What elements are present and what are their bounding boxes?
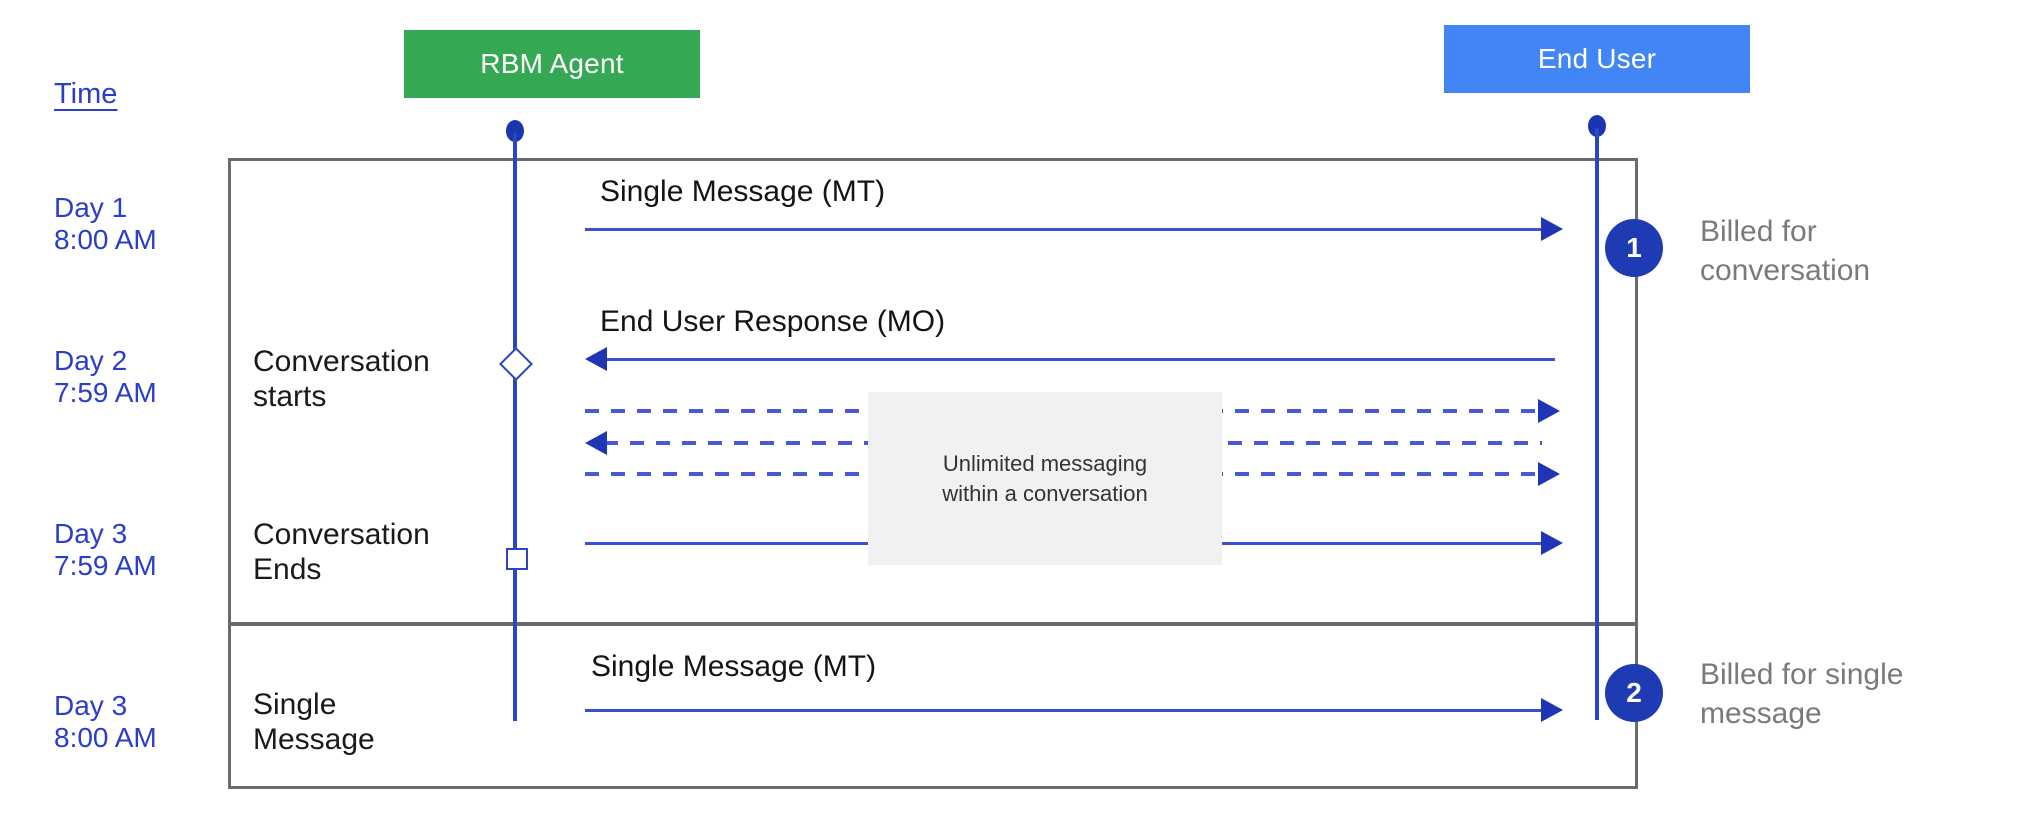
caption-conversation-starts: Conversation starts <box>253 345 430 413</box>
arrow-mo-response-line <box>600 358 1555 361</box>
actor-end-user[interactable]: End User <box>1444 25 1750 93</box>
arrow-unlimited-1-head-icon <box>1538 399 1560 423</box>
arrow-mt-first-line <box>585 228 1552 231</box>
arrow-conversation-end-head-icon <box>1541 531 1563 555</box>
single-message-group-box <box>228 623 1638 789</box>
billing-badge-2-number: 2 <box>1626 677 1642 708</box>
actor-rbm-agent[interactable]: RBM Agent <box>404 30 700 98</box>
note-unlimited-messaging-text: Unlimited messaging within a conversatio… <box>942 450 1148 506</box>
user-lifeline-dot-icon <box>1588 115 1606 137</box>
conversation-end-square-icon <box>506 548 528 570</box>
agent-lifeline <box>513 133 517 721</box>
billing-badge-2[interactable]: 2 <box>1605 664 1663 722</box>
arrow-mt-first-head-icon <box>1541 217 1563 241</box>
arrow-unlimited-3-head-icon <box>1538 462 1560 486</box>
billing-badge-1-number: 1 <box>1626 232 1642 263</box>
message-label-mt-second: Single Message (MT) <box>591 650 877 683</box>
actor-end-user-label: End User <box>1537 43 1657 74</box>
time-label-day3-0759: Day 3 7:59 AM <box>54 518 157 581</box>
billing-label-1: Billed for conversation <box>1700 215 1871 287</box>
arrow-mt-second-head-icon <box>1541 698 1563 722</box>
message-label-mt-first: Single Message (MT) <box>600 175 886 208</box>
time-label-day1-0800: Day 1 8:00 AM <box>54 192 157 255</box>
billing-label-2: Billed for single message <box>1700 658 1904 730</box>
time-label-day2-0759: Day 2 7:59 AM <box>54 345 157 408</box>
billing-badge-1[interactable]: 1 <box>1605 219 1663 277</box>
actor-rbm-agent-label: RBM Agent <box>480 48 624 79</box>
caption-conversation-ends: Conversation Ends <box>253 518 430 586</box>
caption-single-message: Single Message <box>253 688 375 756</box>
message-label-mo-response: End User Response (MO) <box>600 305 946 338</box>
time-column-header: Time <box>54 78 118 110</box>
agent-lifeline-dot-icon <box>506 120 524 142</box>
arrow-unlimited-2-head-icon <box>585 431 607 455</box>
time-label-day3-0800: Day 3 8:00 AM <box>54 690 157 753</box>
user-lifeline <box>1595 128 1599 720</box>
arrow-mo-response-head-icon <box>585 347 607 371</box>
note-unlimited-messaging: Unlimited messaging within a conversatio… <box>868 392 1222 565</box>
arrow-mt-second-line <box>585 709 1552 712</box>
